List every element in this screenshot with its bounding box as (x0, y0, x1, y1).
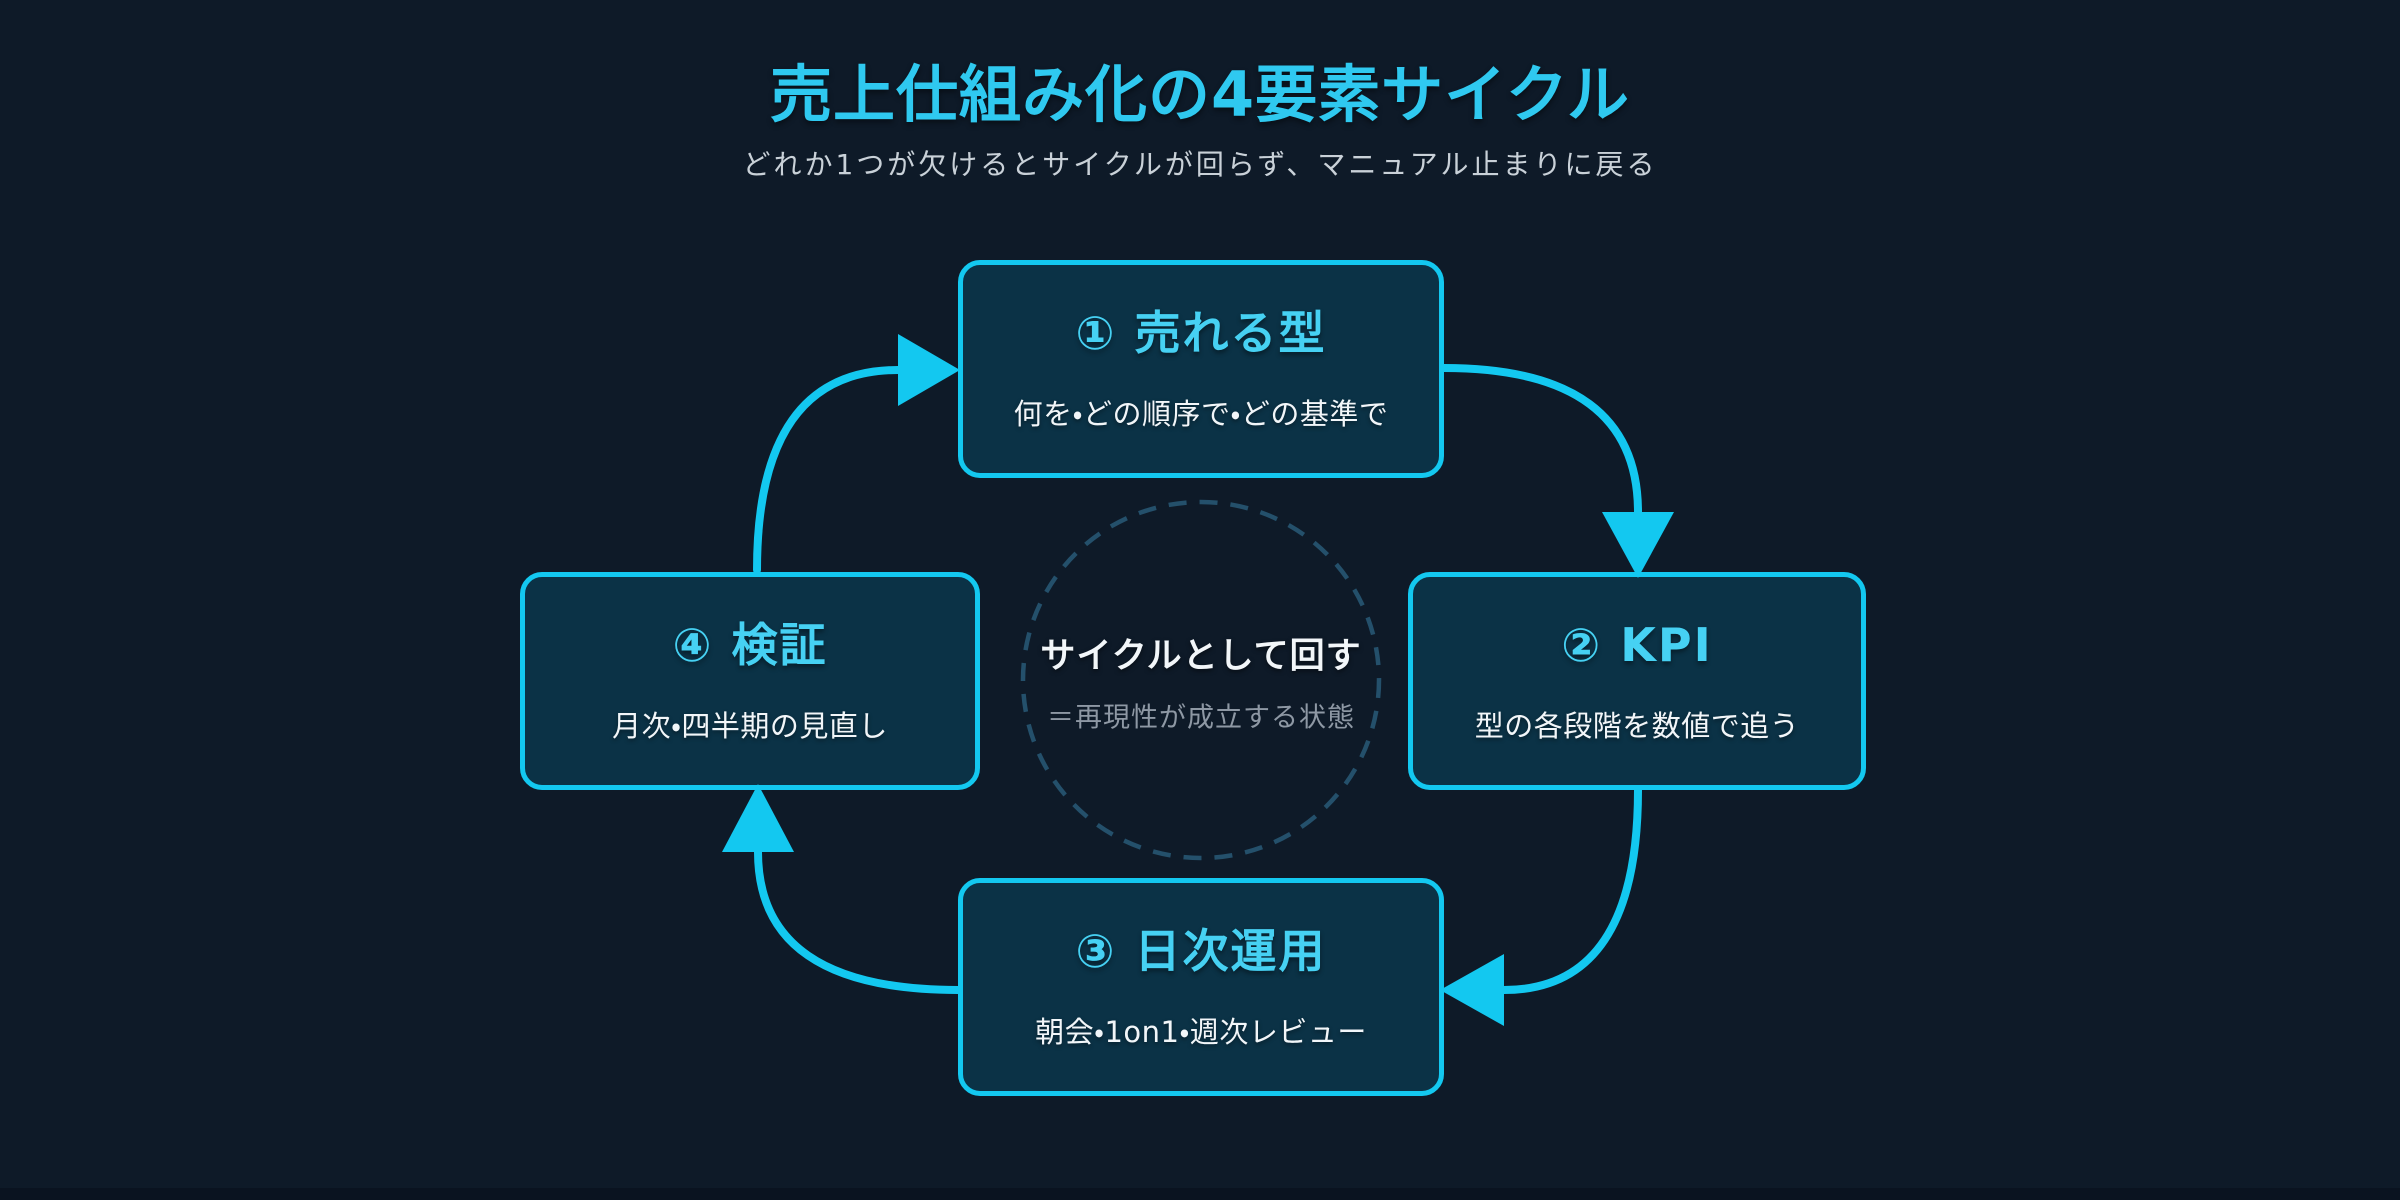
arrowhead-left-icon (1440, 954, 1504, 1026)
cycle-center-title: サイクルとして回す (1040, 636, 1362, 677)
arrowhead-up-icon (722, 784, 794, 852)
arrowhead-right-icon (898, 334, 960, 406)
arc-daily-to-verification (754, 848, 962, 994)
arc-verification-to-pattern (753, 366, 902, 574)
node-description: 何を・どの順序で・どの基準で (1013, 397, 1389, 432)
node-heading: ① 売れる型 (1075, 306, 1327, 360)
cycle-node-daily-operation: ③ 日次運用 朝会・1on1・週次レビュー (958, 878, 1444, 1096)
page-title: 売上仕組み化の4要素サイクル (769, 58, 1631, 131)
node-description: 月次・四半期の見直し (612, 709, 888, 744)
cycle-node-selling-pattern: ① 売れる型 何を・どの順序で・どの基準で (958, 260, 1444, 478)
arc-pattern-to-kpi (1440, 364, 1642, 516)
cycle-node-kpi: ② KPI 型の各段階を数値で追う (1408, 572, 1866, 790)
arc-kpi-to-daily (1500, 786, 1642, 994)
arrowhead-down-icon (1602, 512, 1674, 578)
node-description: 朝会・1on1・週次レビュー (1035, 1015, 1367, 1050)
cycle-center-subtitle: ＝再現性が成立する状態 (1047, 702, 1355, 734)
node-description: 型の各段階を数値で追う (1474, 709, 1800, 744)
cycle-node-verification: ④ 検証 月次・四半期の見直し (520, 572, 980, 790)
node-heading: ④ 検証 (672, 618, 828, 672)
cycle-center-label: サイクルとして回す ＝再現性が成立する状態 (881, 628, 1521, 735)
bottom-edge-strip (0, 1188, 2400, 1200)
node-heading: ③ 日次運用 (1075, 924, 1327, 978)
page-subtitle: どれか1つが欠けるとサイクルが回らず、マニュアル止まりに戻る (742, 148, 1658, 181)
node-heading: ② KPI (1561, 618, 1713, 672)
